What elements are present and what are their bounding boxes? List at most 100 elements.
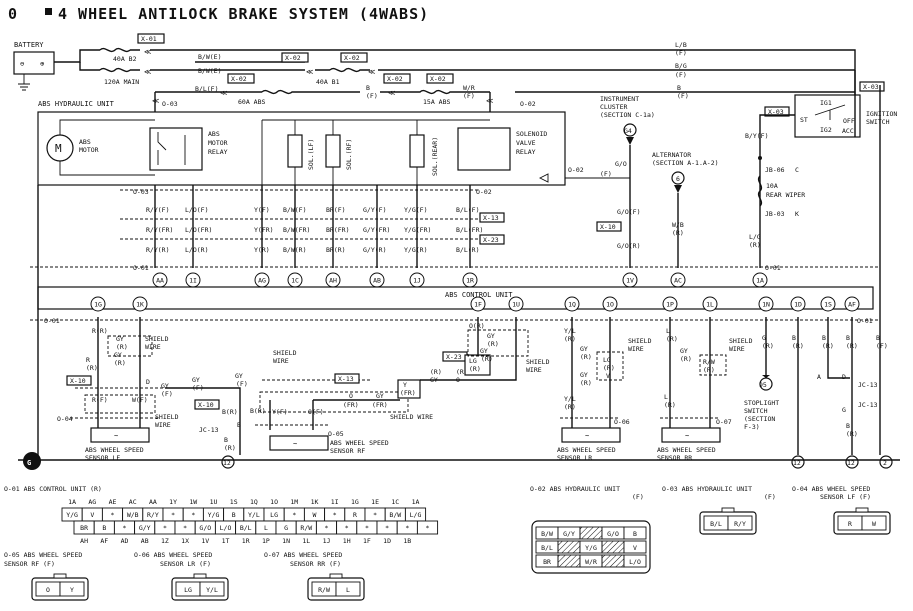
conn-12-b [791,455,805,469]
lr-w10: (R) [564,403,576,411]
ign-acc: ACC [842,127,854,135]
pin-ab-label: AB [373,277,381,285]
hydraulic-unit-label: ABS HYDRAULIC UNIT [38,100,115,108]
tag-x03-a-label: X-03 [863,83,879,91]
lf-w12: (F) [192,384,204,392]
o04-latch [855,507,869,513]
o01-top-pin-0: 1A [68,498,76,506]
o01-top-cell-text-14: R [353,511,357,519]
sensor-lr-label-1: ABS WHEEL SPEED [557,446,616,454]
o01-top-cell-text-3: W/B [127,511,139,519]
ic-label-2: CLUSTER [600,103,627,111]
svg-text:≪: ≪ [152,97,159,105]
svg-text:≪: ≪ [486,97,493,105]
lf-w16: B(R) [250,407,266,415]
pin-ah-label: AH [329,277,337,285]
o01-bot-pin-11: 1L [302,537,310,545]
tag-o03-mid: O-03 [133,188,149,196]
tag-x10-b [194,399,220,410]
o02-cell-text-3: G/O [607,530,619,538]
motor-symbol: M [55,142,62,155]
sensor-rr-label-1: ABS WHEEL SPEED [657,446,716,454]
rf-w20: (R) [456,368,468,376]
r-b-2: B [822,334,826,342]
sensor-lr [561,427,621,443]
o04-cell-text-1: W [872,520,876,528]
abs-motor-label-2: MOTOR [79,146,99,154]
o05-latch [53,573,67,579]
o01-top-pin-15: 1E [371,498,379,506]
abs-motor-relay [149,127,203,171]
lf-w0: R(R) [92,327,108,335]
ignition-switch[interactable] [794,94,861,138]
o01-bot-cell-text-7: L/O [220,524,232,532]
tag-o03-top: O-03 [162,100,178,108]
ign-off: OFF [843,117,855,125]
o01-top-pin-17: 1A [412,498,420,506]
o01-top-pin-2: AE [109,498,117,506]
n95-label: 95 [759,381,767,389]
r-b-3: B [846,334,850,342]
sensor-rf-label-1: ABS WHEEL SPEED [330,439,389,447]
o01-bot-pin-16: 1B [403,537,411,545]
wire-rows: R/Y(F) R/Y(FR) R/Y(R) L/O(F) L/O(FR) L/O… [146,206,483,254]
wire-b-2: B [677,84,681,92]
o02-cell-text-14: L/O [629,558,641,566]
rf-shield-5: WIRE [526,366,542,374]
rf-w5: (FR) [372,401,388,409]
jb06-label: JB-06 [765,166,785,174]
o01-top-cell-text-16: B/W [389,511,401,519]
sensor-rf-label-2: SENSOR RF [330,447,365,455]
connector-g4 [623,123,637,137]
wire-wr: W/R [463,84,475,92]
rf-w6: GY [235,372,243,380]
o01-top-pin-3: AC [129,498,137,506]
o03-view-sub: (F) [764,493,776,501]
lf-w1: GY [116,335,124,343]
sensor-rf [269,435,329,451]
o01-top-pin-16: 1C [391,498,399,506]
svg-text:B/W(F): B/W(F) [283,206,306,214]
r-b-1r: (R) [792,342,804,350]
fuse-40a-b2 [99,47,131,53]
o06-view-title: O-06 ABS WHEEL SPEED [134,551,212,559]
o01-bot-pin-3: AB [141,537,149,545]
tag-x10-lf [66,375,92,386]
relay-label-3: RELAY [208,148,228,156]
pin-1u [508,296,524,312]
svg-text:L/O(F): L/O(F) [185,206,208,214]
lr-w6: LG [603,356,611,364]
o02-view-title: O-02 ABS HYDRAULIC UNIT [530,485,620,493]
pin-1j-label: 1J [413,277,421,285]
wire-wr-f: (F) [463,92,475,100]
o02-cell-2 [579,526,603,540]
ign-ig1: IG1 [820,99,832,107]
rf-shield-1: SHIELD [273,349,297,357]
o01-top-pin-13: 1I [331,498,339,506]
svg-text:R/Y(F): R/Y(F) [146,206,169,214]
o04-cell-text-0: R [848,520,852,528]
sl-label-1: STOPLIGHT [744,399,779,407]
lf-w14: B [224,436,228,444]
tag-x02-c-label: X-02 [231,75,247,83]
pin-1l [702,296,718,312]
svr-label-3: RELAY [516,148,536,156]
o07-view-title: O-07 ABS WHEEL SPEED [264,551,342,559]
rr-w4: R/W [703,358,715,366]
o01-bot-cell-text-16: * [405,524,409,532]
circle-d-r: D [842,373,846,381]
o06-cell-text-0: LG [184,586,192,594]
o02-cell-text-4: B [633,530,637,538]
lf-w10: W(F) [132,396,148,404]
o02-cell-8 [601,540,625,554]
conn-12-c [845,455,859,469]
tag-x03-b-label: X-03 [768,108,784,116]
svg-text:Y/G(R): Y/G(R) [404,246,427,254]
o06-view-sub: SENSOR LR (F) [160,560,211,568]
rf-w8: Y [403,381,407,389]
o03-cell-1 [727,515,753,531]
o01-bot-cell-text-15: * [385,524,389,532]
